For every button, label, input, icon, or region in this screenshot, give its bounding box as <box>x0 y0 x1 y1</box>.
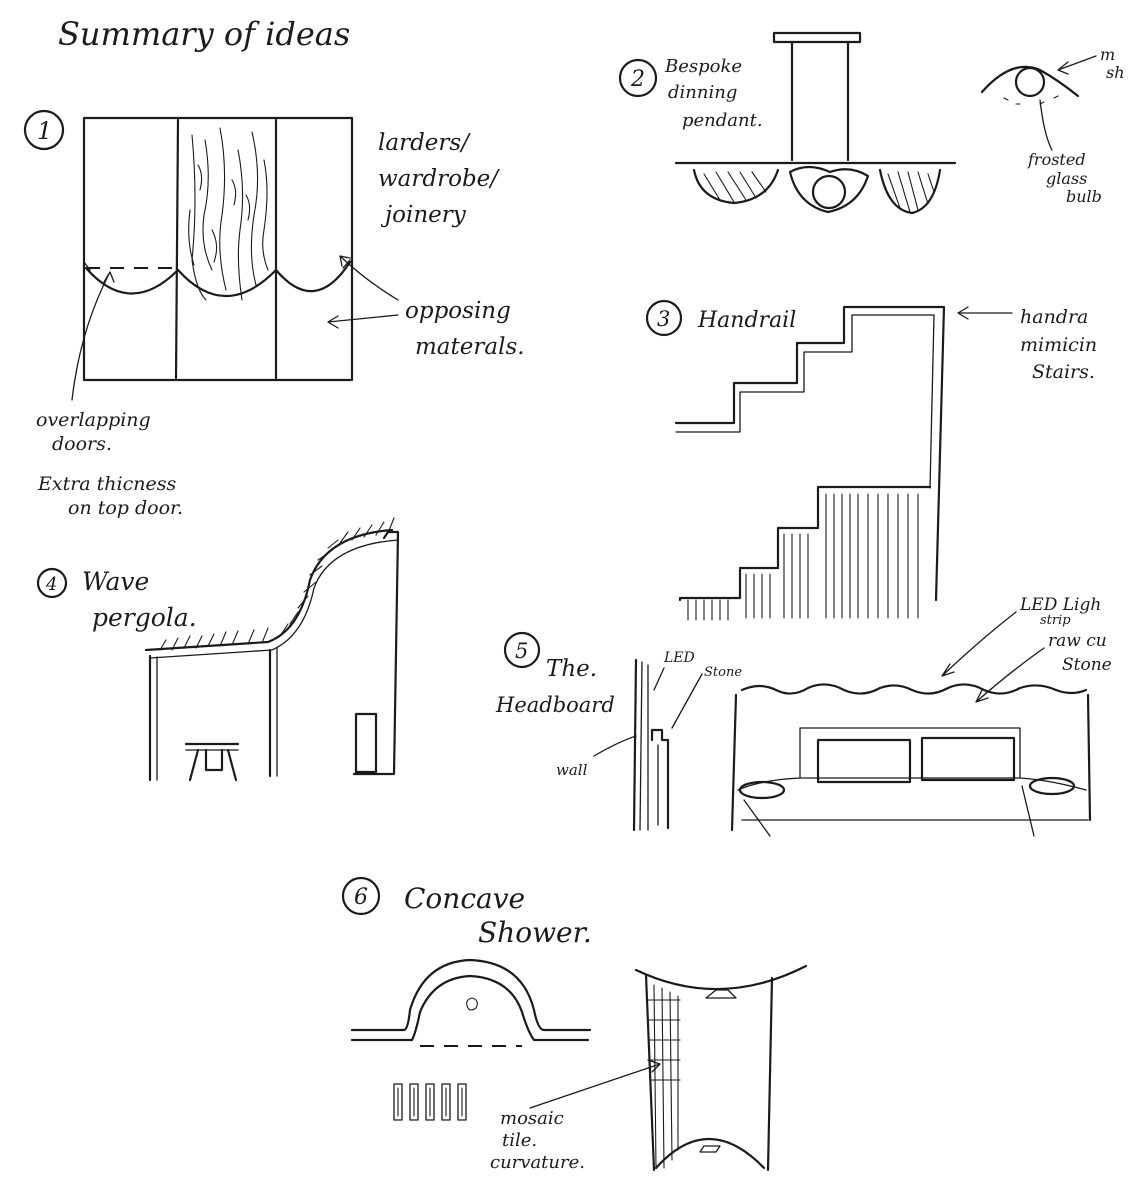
shower-plan <box>352 960 590 1120</box>
sketch-joinery: 1 larders/ wardrobe/ joinery opposing <box>25 111 525 519</box>
sketch-1-number: 1 <box>37 117 52 145</box>
pergola-caption-line-2: pergola. <box>92 603 197 632</box>
shower-section <box>636 966 806 1170</box>
joinery-doors-note-line-1: overlapping <box>36 409 151 431</box>
sketch-handrail: 3 Handrail handra mimicin Stairs. <box>647 301 1097 620</box>
headboard-label-stone: Stone <box>704 665 742 680</box>
pendant-caption-line-3: pendant. <box>682 110 763 131</box>
sketch-shower: 6 Concave Shower. mosaic tile. curvature… <box>343 878 806 1173</box>
pendant-caption-line-1: Bespoke <box>664 56 742 77</box>
shower-caption-line-2: Shower. <box>478 916 592 949</box>
headboard-strip-note-line-1: LED Ligh <box>1019 595 1101 615</box>
headboard-caption-line-2: Headboard <box>495 693 615 717</box>
sketch-headboard: 5 The. Headboard LED Stone wall <box>495 595 1112 836</box>
headboard-stone-note-line-1: raw cu <box>1048 631 1107 651</box>
tile-arrow <box>530 1060 660 1108</box>
joinery-caption-line-2: wardrobe/ <box>378 166 500 192</box>
shower-caption-line-1: Concave <box>404 882 525 915</box>
handrail-staircase <box>676 307 944 620</box>
strip-arrow <box>942 612 1016 676</box>
joinery-caption-line-1: larders/ <box>378 130 471 156</box>
sketch-3-number: 3 <box>657 307 670 331</box>
joinery-doors-note-line-4: on top door. <box>68 497 183 519</box>
joinery-doors-note-line-2: doors. <box>52 433 112 455</box>
pendant-bulb-note-line-3: bulb <box>1066 187 1102 206</box>
pendant-shade-note-line-1: m <box>1100 45 1115 64</box>
pergola-caption-line-1: Wave <box>82 567 149 596</box>
shower-tile-note-line-1: mosaic <box>500 1108 564 1129</box>
sketch-6-number: 6 <box>354 885 368 910</box>
joinery-materials-note-line-1: opposing <box>405 298 511 324</box>
joinery-elevation <box>84 118 352 380</box>
handrail-note-line-3: Stairs. <box>1032 361 1095 383</box>
sketch-pendant: 2 Bespoke dinning pendant. m sh frosted … <box>620 33 1125 213</box>
joinery-caption-line-3: joinery <box>380 202 467 228</box>
pendant-shade-note-line-2: sh <box>1106 63 1125 82</box>
pendant-bulb-note-line-1: frosted <box>1027 150 1086 169</box>
shower-tile-note-line-3: curvature. <box>490 1152 585 1173</box>
sketch-4-number: 4 <box>45 574 57 595</box>
pendant-caption-line-2: dinning <box>668 82 737 103</box>
handrail-arrow <box>958 307 1012 319</box>
handrail-caption: Handrail <box>697 308 796 333</box>
sketch-5-number: 5 <box>515 639 528 663</box>
joinery-doors-note-line-3: Extra thicness <box>37 473 176 495</box>
timber-door-grain <box>189 128 268 300</box>
handrail-note-line-1: handra <box>1020 306 1088 328</box>
pergola-structure <box>146 518 398 780</box>
stone-arrow <box>976 648 1044 702</box>
headboard-label-wall: wall <box>556 761 588 779</box>
headboard-strip-note-line-2: strip <box>1040 613 1071 628</box>
sketch-pergola: 4 Wave pergola. <box>38 518 398 780</box>
headboard-label-led: LED <box>663 650 695 666</box>
headboard-caption-line-1: The. <box>546 656 597 682</box>
shower-tile-note-line-2: tile. <box>502 1130 537 1151</box>
materials-arrow-lower <box>328 315 398 328</box>
headboard-elevation <box>732 684 1090 836</box>
handrail-note-line-2: mimicin <box>1020 334 1097 356</box>
sketch-2-number: 2 <box>630 67 645 92</box>
joinery-materials-note-line-2: materals. <box>415 334 525 360</box>
pendant-bulb-note-line-2: glass <box>1046 169 1087 188</box>
pendant-detail <box>982 56 1096 150</box>
headboard-stone-note-line-2: Stone <box>1062 655 1112 675</box>
headboard-section <box>634 660 668 830</box>
sheet-title: Summary of ideas <box>58 15 350 53</box>
